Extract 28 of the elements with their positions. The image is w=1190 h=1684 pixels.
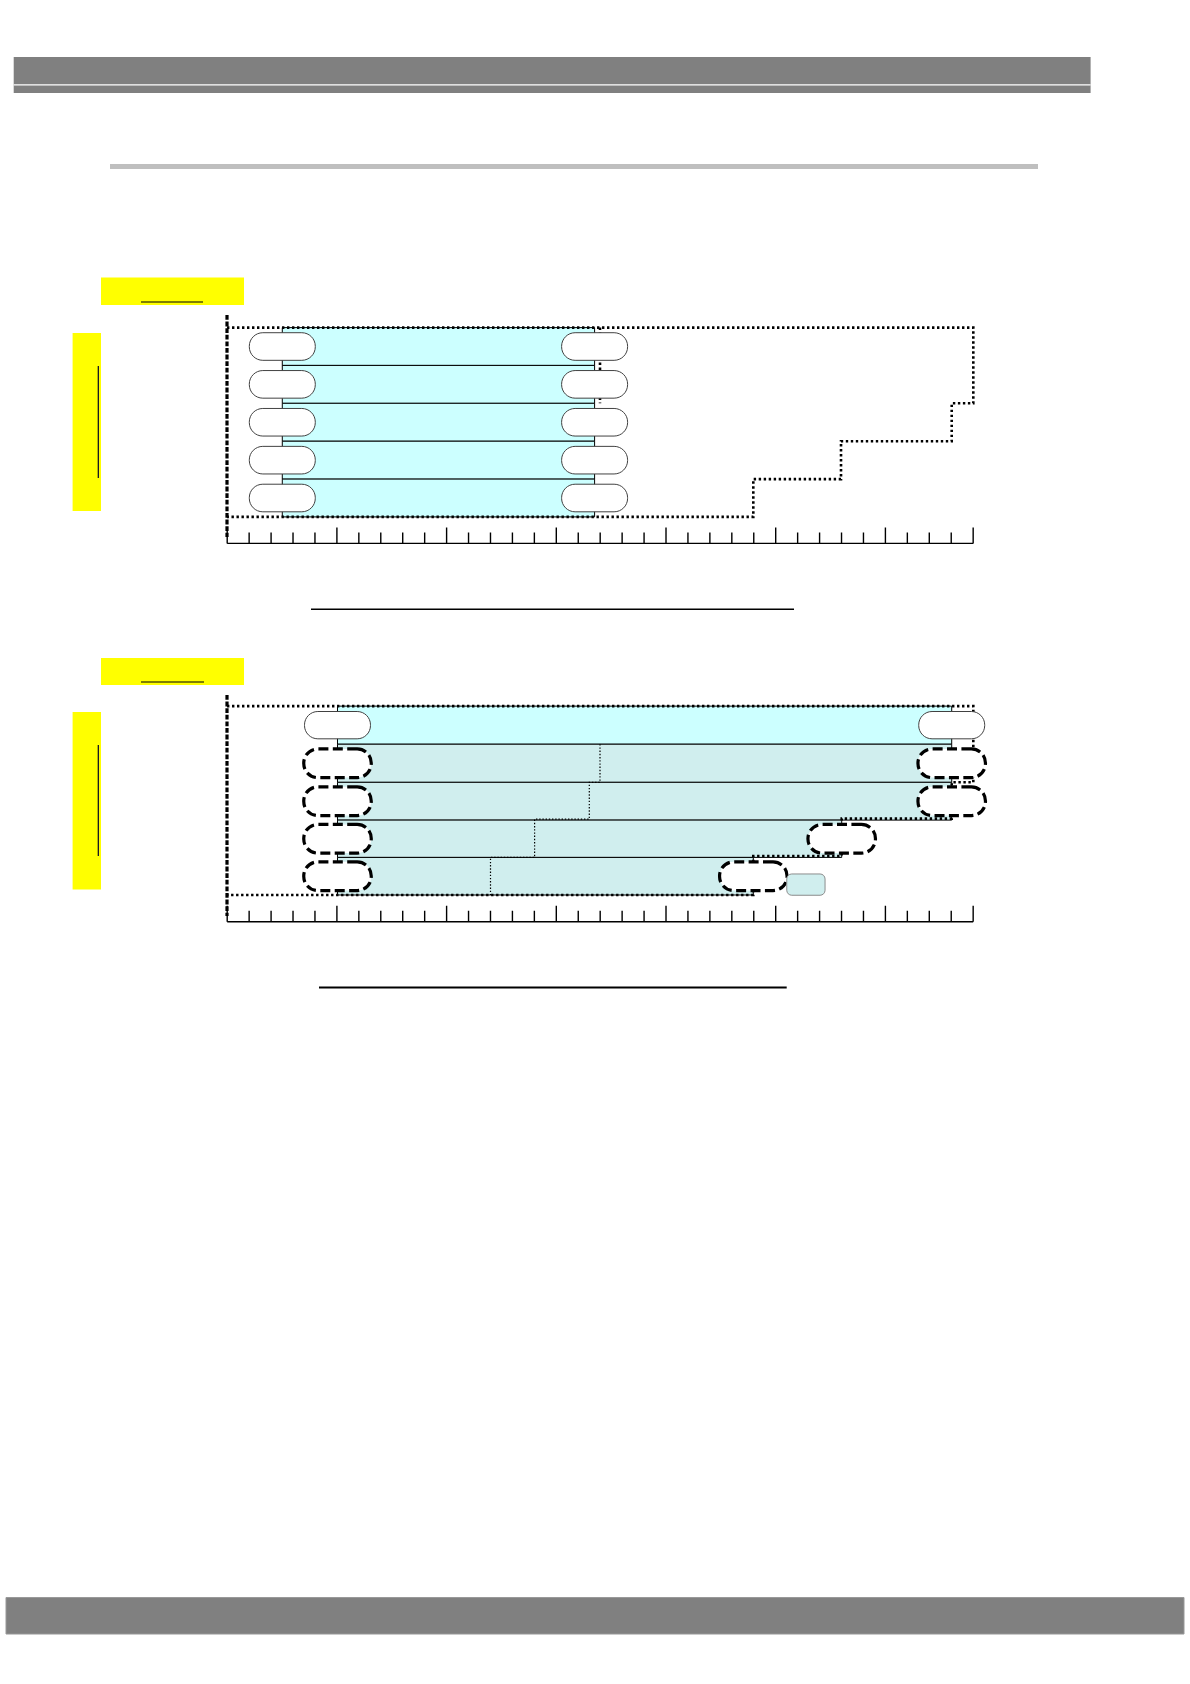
highlight-bar [72, 712, 101, 890]
capsule [248, 407, 316, 437]
capsule [806, 822, 878, 855]
capsule [302, 822, 373, 855]
capsule [561, 483, 629, 513]
capsule [248, 445, 316, 475]
timeline-bar [337, 781, 953, 821]
timeline-bar [337, 743, 953, 783]
capsule [561, 445, 629, 475]
capsule [918, 711, 986, 740]
highlight-bar [72, 333, 101, 511]
capsule [561, 370, 629, 399]
capsule [561, 332, 629, 361]
capsule [561, 407, 629, 437]
capsule [302, 747, 373, 780]
rounded-box [786, 873, 826, 896]
capsule [717, 860, 789, 893]
capsule [304, 711, 371, 740]
capsule [248, 370, 316, 399]
capsule [248, 483, 316, 513]
highlight-bar [101, 658, 244, 685]
capsule [302, 860, 373, 893]
capsule [916, 747, 988, 780]
timeline-bar [337, 705, 953, 745]
highlight-bar [101, 277, 244, 305]
capsule [916, 785, 988, 818]
capsule [248, 332, 316, 361]
capsule [302, 785, 373, 818]
